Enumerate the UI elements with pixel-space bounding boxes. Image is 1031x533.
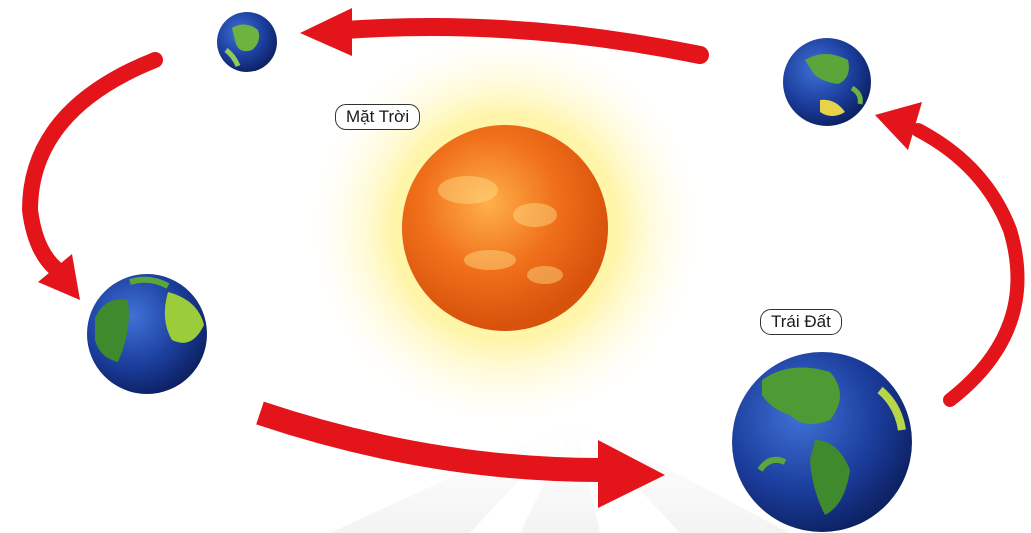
earth-left (87, 274, 207, 394)
earth-label: Trái Đất (760, 309, 842, 335)
earth-top-left (217, 12, 277, 72)
earth-top-right (783, 38, 871, 126)
curved-red-arrow-icon (875, 102, 1025, 407)
sun (300, 23, 710, 433)
sun-icon (402, 125, 608, 331)
sun-label: Mặt Trời (335, 104, 421, 130)
curved-red-arrow-icon (21, 52, 163, 300)
orbit-arrows (21, 8, 1025, 508)
earth-bottom-right (732, 352, 912, 532)
curved-red-arrow-icon (256, 401, 665, 508)
curved-red-arrow-icon (300, 8, 709, 64)
